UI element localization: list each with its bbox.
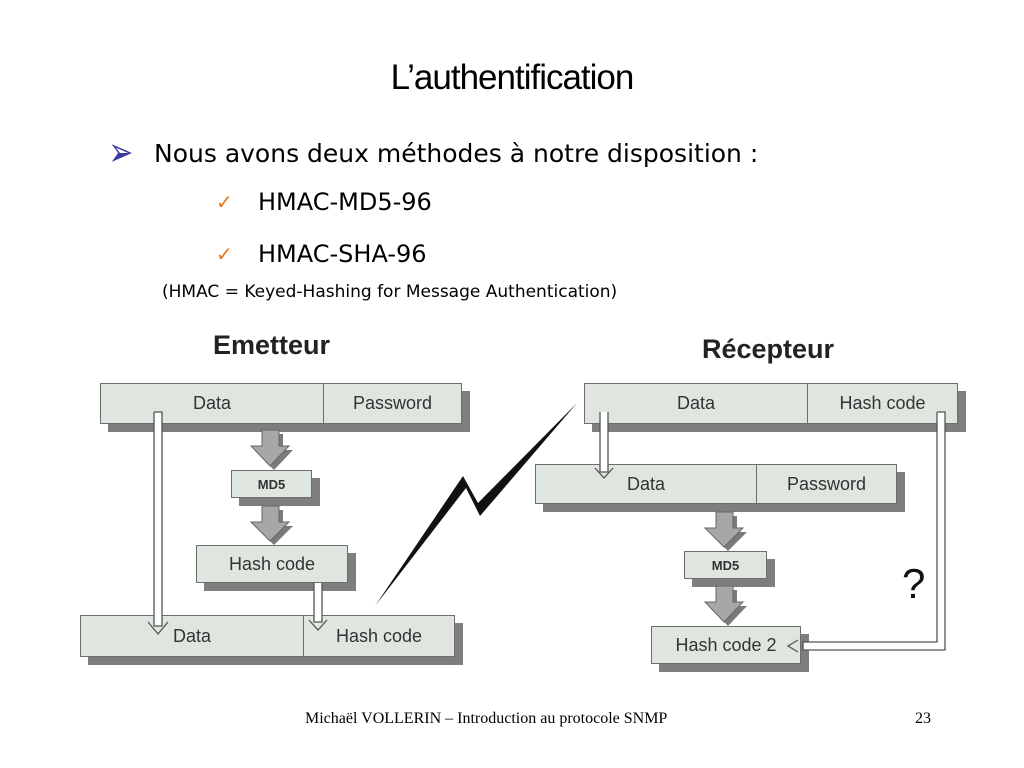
receiver-input-record: Data Hash code <box>584 383 958 424</box>
sender-input-password: Password <box>323 384 461 423</box>
receiver-received-hash: Hash code <box>807 384 957 423</box>
receiver-received-data: Data <box>676 393 716 413</box>
receiver-hash2-label: Hash code 2 <box>675 634 777 655</box>
receiver-compute-data: Data <box>626 473 666 494</box>
receiver-title: Récepteur <box>702 334 835 364</box>
method-label: HMAC-SHA-96 <box>258 240 427 268</box>
receiver-compute-password: Password <box>756 465 896 503</box>
sender-input-data: Data <box>192 393 232 413</box>
receiver-md5-label: MD5 <box>711 557 740 573</box>
sender-output-record: Data Hash code <box>80 615 455 657</box>
footer-text: Michaël VOLLERIN – Introduction au proto… <box>305 710 668 727</box>
method-label: HMAC-MD5-96 <box>258 188 432 216</box>
slide-title: L’authentification <box>390 58 635 97</box>
sender-block-arrow-to-hash <box>249 505 293 545</box>
checkmark-icon: ✓ <box>216 190 233 214</box>
sender-md5-label: MD5 <box>257 476 286 492</box>
question-mark: ? <box>902 560 926 607</box>
sender-data-line-arrow <box>147 411 169 636</box>
receiver-block-arrow-to-md5 <box>703 511 747 551</box>
sender-hash-box: Hash code <box>196 545 348 583</box>
receiver-block-arrow-to-hash2 <box>703 585 747 626</box>
receiver-compare-line-arrow <box>786 411 946 653</box>
bullet-item: Nous avons deux méthodes à notre disposi… <box>112 136 758 170</box>
transmission-lightning-icon <box>375 403 577 606</box>
sender-hash-label: Hash code <box>228 553 316 574</box>
checkmark-icon: ✓ <box>216 242 233 266</box>
bullet-text: Nous avons deux méthodes à notre disposi… <box>154 138 759 168</box>
arrow-bullet-icon <box>112 144 132 162</box>
sender-md5-box: MD5 <box>231 470 312 498</box>
page-number: 23 <box>915 710 931 727</box>
method-item: ✓ HMAC-SHA-96 <box>216 238 427 270</box>
sender-title: Emetteur <box>213 330 331 360</box>
sender-output-hash: Hash code <box>303 616 454 656</box>
receiver-compute-record: Data Password <box>535 464 897 504</box>
hmac-note: (HMAC = Keyed-Hashing for Message Authen… <box>162 282 618 302</box>
sender-block-arrow-to-md5 <box>249 429 293 470</box>
sender-input-record: Data Password <box>100 383 462 424</box>
sender-output-data: Data <box>172 625 212 646</box>
method-item: ✓ HMAC-MD5-96 <box>216 186 432 218</box>
receiver-hash2-box: Hash code 2 <box>651 626 801 664</box>
receiver-md5-box: MD5 <box>684 551 767 579</box>
